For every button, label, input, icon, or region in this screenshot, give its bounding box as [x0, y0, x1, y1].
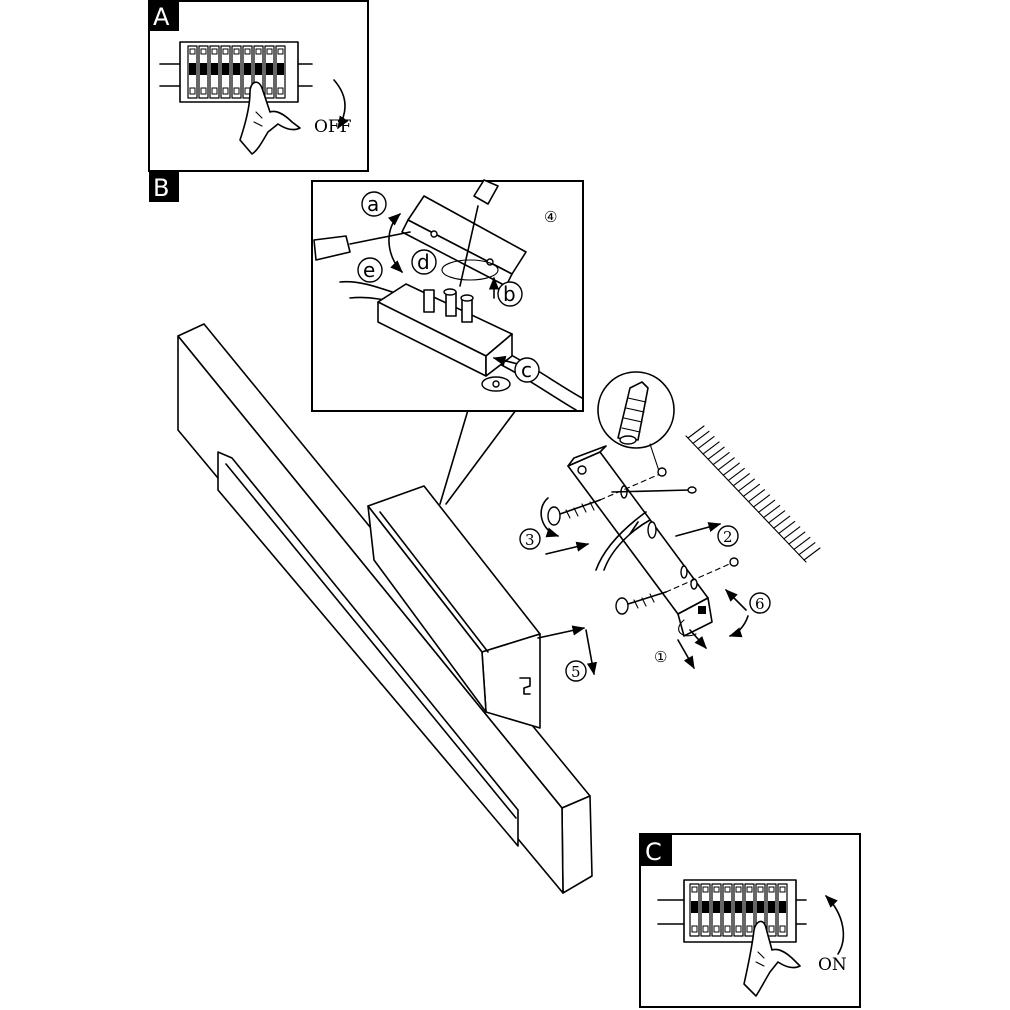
breaker-board-icon: [657, 879, 807, 943]
wall-hatch-stroke: [732, 473, 750, 487]
step-6-label: 6: [755, 595, 765, 613]
wall-hatch-stroke: [803, 547, 821, 561]
wall-hatch-stroke: [692, 430, 710, 444]
step-3-arrow: 3: [519, 528, 590, 555]
wall-hatch-stroke: [747, 489, 766, 503]
alignment-line-upper: [599, 473, 661, 501]
supply-wire: [595, 511, 647, 571]
wall-hatch-stroke: [712, 451, 730, 466]
letter-a: a: [367, 192, 379, 216]
keyhole-slot: [519, 677, 531, 695]
rotate-arrow-d: [441, 259, 499, 281]
panel-b-tag: B: [153, 174, 169, 202]
step-1-arrow: ①: [654, 619, 707, 670]
panel-a-tag: A: [153, 3, 170, 31]
wall-hatch-stroke: [763, 505, 781, 519]
wall-hatch-stroke: [707, 446, 725, 460]
wall-hatch-stroke: [753, 494, 771, 508]
letter-e: e: [363, 258, 375, 282]
panel-b-wiring-detail: a b c d e ④: [311, 179, 584, 412]
wall-hatch-stroke: [773, 515, 791, 529]
wall-hatch-stroke: [717, 457, 735, 471]
wall-plug-magnifier: [597, 371, 675, 475]
step-6-arrow: 6: [725, 589, 771, 638]
breaker-board-icon: [159, 41, 313, 103]
letter-d: d: [417, 250, 430, 274]
wall-hatch-stroke: [768, 510, 786, 524]
wall-hatch-stroke: [742, 483, 761, 497]
wall-hatch-stroke: [722, 462, 740, 476]
panel-c-tag-box: [640, 834, 672, 866]
switch-up-arrow: [825, 895, 845, 955]
step-2-label: 2: [723, 528, 733, 546]
wall-plug-upper: [611, 486, 697, 494]
letter-b: b: [503, 282, 516, 306]
panel-a-switch-off: A OFF: [148, 0, 369, 172]
hand-icon: [743, 920, 801, 997]
panel-a-switch-label: OFF: [314, 117, 352, 137]
switch-down-arrow: [333, 79, 349, 130]
panel-c-tag: C: [645, 838, 662, 866]
step-1-label: ①: [654, 648, 667, 666]
arrow-a: [387, 213, 403, 273]
callout-line-right: [445, 409, 517, 505]
step-2-arrow: 2: [675, 522, 739, 547]
wall-hatch-stroke: [798, 542, 816, 556]
panel-a-tag-box: [149, 1, 179, 31]
panel-c-switch-on: C ON: [639, 833, 861, 1008]
arrow-c: [492, 355, 519, 366]
wall-hatch-stroke: [758, 499, 776, 513]
step-3-label: 3: [525, 531, 535, 549]
wall-hatch-stroke: [687, 425, 705, 439]
panel-b-tag-box: [149, 172, 179, 202]
wall-hatch-stroke: [697, 436, 715, 450]
mounting-box: [367, 485, 541, 729]
wall-hatch: [685, 425, 821, 563]
wall-hatch-stroke: [793, 536, 811, 550]
screw-lower: [615, 591, 667, 615]
step-5-label: 5: [571, 663, 581, 681]
wall-hatch-stroke: [778, 520, 796, 535]
callout-line-left: [439, 409, 469, 505]
alignment-line-lower: [665, 561, 735, 593]
step-4-label: ④: [544, 208, 557, 226]
wall-bracket: [567, 445, 713, 637]
wall-hatch-stroke: [737, 478, 755, 492]
screwdriver-vertical-icon: [459, 179, 499, 287]
screw-upper: [540, 497, 601, 538]
wall-hatch-stroke: [727, 467, 745, 481]
wall-hatch-stroke: [783, 526, 801, 540]
letter-c: c: [521, 358, 532, 382]
step-5-arrow: 5: [537, 625, 597, 682]
hand-icon: [239, 81, 301, 155]
panel-c-switch-label: ON: [818, 955, 847, 975]
wall-hatch-stroke: [788, 531, 806, 545]
wall-hatch-stroke: [702, 441, 720, 455]
